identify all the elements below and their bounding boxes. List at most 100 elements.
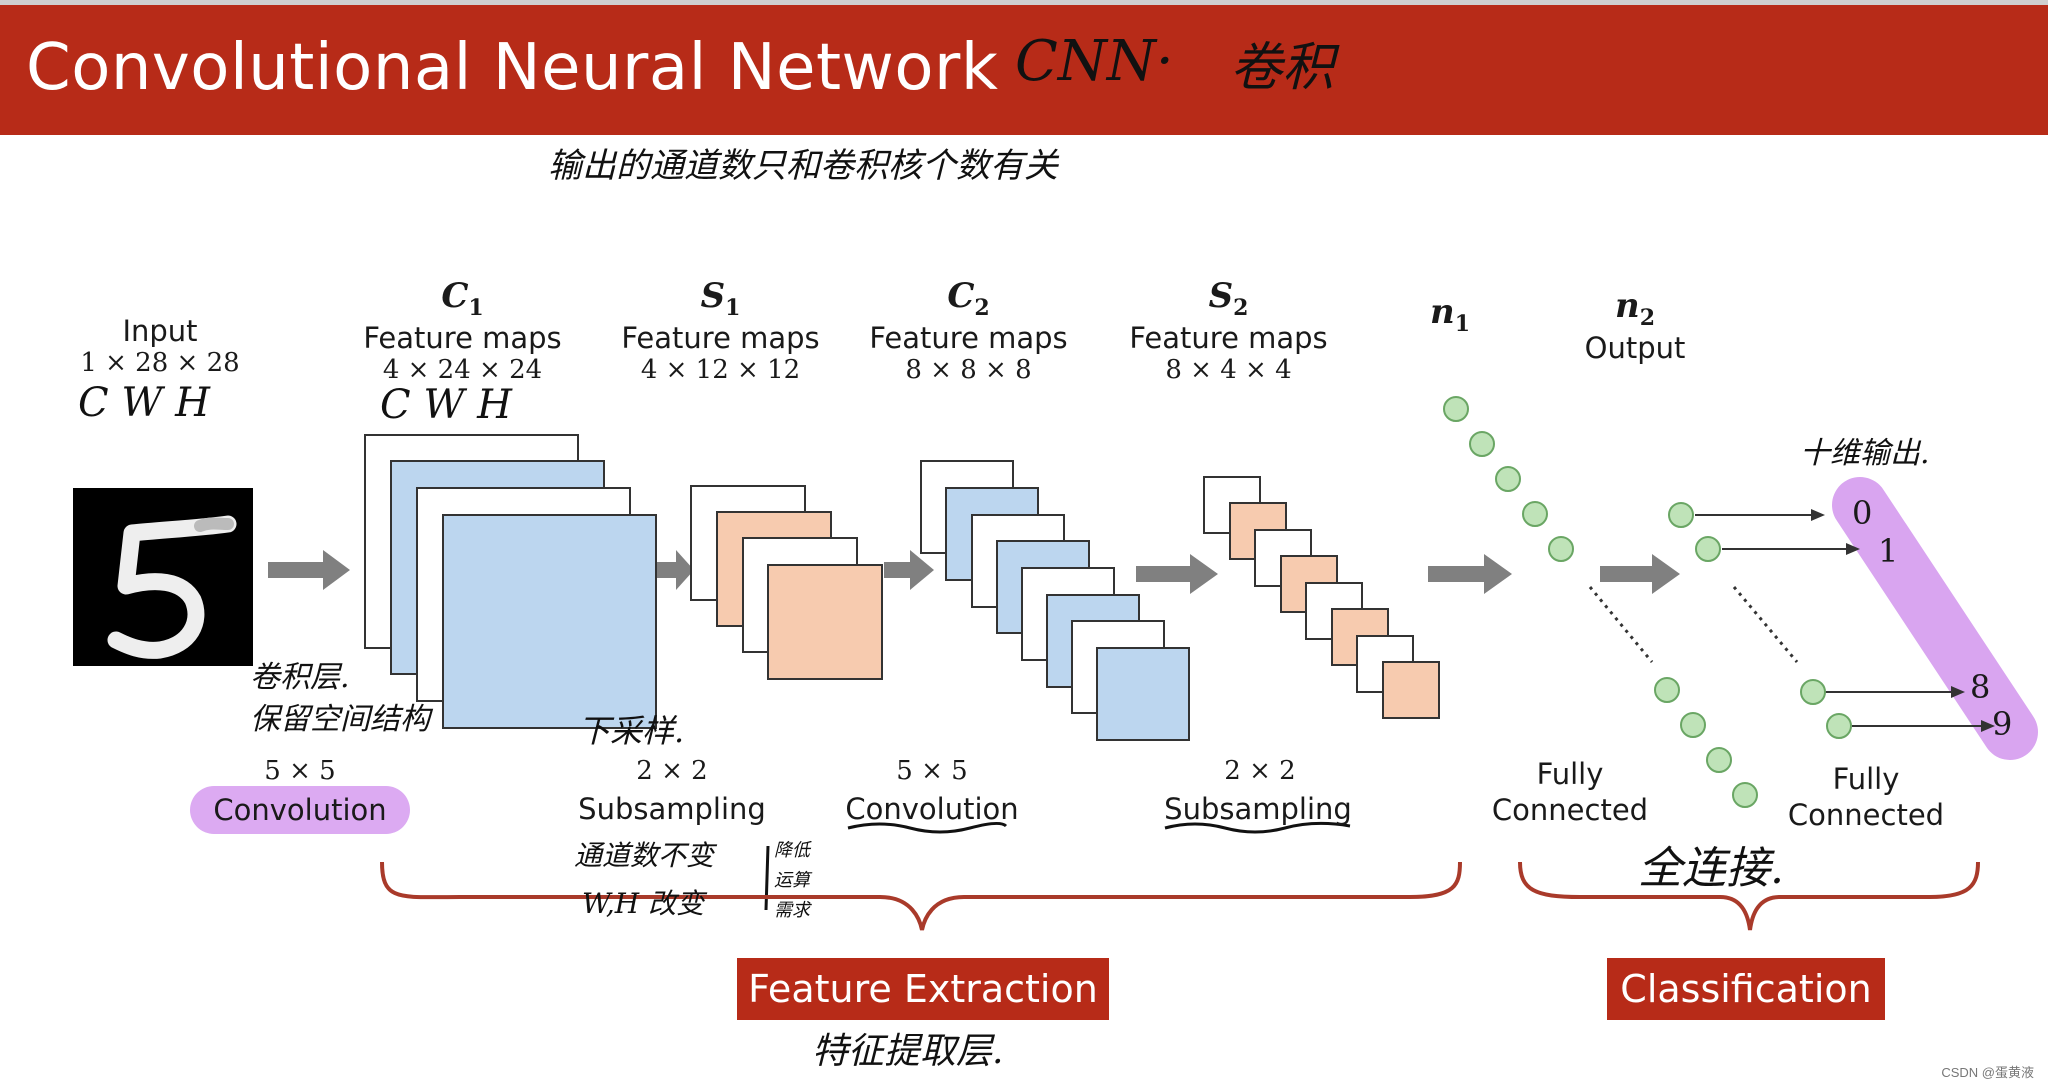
- arrow-c1-s1: [655, 550, 694, 590]
- feature-extraction-band: Feature Extraction: [737, 958, 1109, 1020]
- title-banner: Convolutional Neural Network CNN· 卷积: [0, 5, 2048, 135]
- input-label: Input 1 × 28 × 28: [60, 314, 260, 378]
- c2-symbol: C2: [947, 276, 990, 321]
- fc2-label: Fully Connected: [1776, 761, 1956, 833]
- sub1-size: 2 × 2: [636, 756, 708, 786]
- fc2-name-2: Connected: [1787, 798, 1945, 832]
- conv2-size: 5 × 5: [896, 756, 968, 786]
- n1-symbol: n1: [1429, 292, 1471, 337]
- out-head-8: [1951, 686, 1965, 698]
- handwritten-wh-change: W,H 改变: [582, 887, 705, 920]
- classification-band: Classification: [1607, 958, 1885, 1020]
- handwritten-chw-c1: C W H: [380, 382, 513, 428]
- handwritten-channels-same: 通道数不变: [574, 839, 715, 872]
- n2-node: [1826, 713, 1852, 739]
- c2-dims: 8 × 8 × 8: [905, 354, 1032, 385]
- n1-node: [1495, 466, 1521, 492]
- fc1-label: Fully Connected: [1480, 756, 1660, 828]
- c1-map-4: [442, 514, 657, 729]
- conv2-name: Convolution: [845, 792, 1019, 826]
- handwritten-reduce-compute: 降低运算需求: [774, 840, 810, 921]
- c1-name: Feature maps: [363, 320, 562, 355]
- arrow-input-c1: [268, 550, 350, 590]
- fc1-name-2: Connected: [1491, 793, 1649, 827]
- output-digit-1: 1: [1878, 532, 1899, 570]
- handwritten-cnn-note: CNN·: [1015, 29, 1174, 94]
- c1-label: C1 Feature maps 4 × 24 × 24: [350, 276, 575, 385]
- n1-node: [1469, 431, 1495, 457]
- s1-symbol: S1: [700, 276, 741, 321]
- handwritten-ten-output: 十维输出.: [1800, 436, 1930, 471]
- output-arrows: [1695, 514, 1985, 727]
- s2-map-8: [1382, 661, 1440, 719]
- arrow-c2-s2: [1136, 554, 1218, 594]
- c1-dims: 4 × 24 × 24: [382, 354, 543, 385]
- section-braces: [380, 861, 1980, 931]
- classification-brace: [1518, 861, 1980, 931]
- output-digit-8: 8: [1970, 668, 1991, 706]
- handwritten-chw-input: C W H: [78, 380, 211, 426]
- n1-node: [1522, 501, 1548, 527]
- c2-name: Feature maps: [869, 320, 1068, 355]
- digit-stroke-tail: [194, 517, 234, 532]
- s1-label: S1 Feature maps 4 × 12 × 12: [608, 276, 833, 385]
- watermark-credit: CSDN @蛋黄液: [1941, 1065, 2034, 1080]
- sub1-side-bracket: [764, 845, 770, 911]
- input-digit-image: [73, 488, 253, 666]
- output-digit-9: 9: [1992, 705, 2013, 743]
- digit-stroke: [107, 515, 237, 659]
- n1-node: [1654, 677, 1680, 703]
- underline-sub2: [1164, 821, 1351, 834]
- n2-name: Output: [1584, 330, 1686, 365]
- n2-node: [1695, 536, 1721, 562]
- handwritten-underlines: [764, 821, 1351, 911]
- handwritten-downsample: 下采样.: [578, 712, 685, 750]
- out-head-9: [1981, 720, 1995, 732]
- ellipsis-dots: [1588, 586, 1799, 663]
- handwritten-keep-structure: 保留空间结构: [250, 702, 430, 737]
- handwritten-conv-layer: 卷积层.: [250, 660, 350, 695]
- output-pill: [1832, 477, 2038, 760]
- n2-ellipsis: [1732, 586, 1799, 663]
- n1-node: [1548, 536, 1574, 562]
- c2-label: C2 Feature maps 8 × 8 × 8: [856, 276, 1081, 385]
- flow-arrows: [268, 550, 1680, 594]
- s1-dims: 4 × 12 × 12: [640, 354, 801, 385]
- fc1-name-1: Fully: [1536, 757, 1604, 791]
- sub1-name: Subsampling: [578, 792, 766, 826]
- arrow-n1-n2: [1600, 554, 1680, 594]
- underline-conv2: [847, 821, 1008, 834]
- n1-node: [1732, 782, 1758, 808]
- conv1-pill: Convolution: [190, 786, 410, 834]
- out-head-1: [1846, 543, 1860, 555]
- n2-node: [1800, 679, 1826, 705]
- s2-dims: 8 × 4 × 4: [1165, 354, 1292, 385]
- handwritten-feature-layer: 特征提取层.: [812, 1031, 1004, 1072]
- output-digit-0: 0: [1852, 494, 1873, 532]
- output-arrowheads: [1811, 509, 1995, 732]
- input-name: Input: [122, 314, 198, 348]
- n2-symbol: n2: [1614, 286, 1656, 331]
- n2-label: n2 Output: [1560, 286, 1710, 365]
- out-head-0: [1811, 509, 1825, 521]
- n1-node: [1443, 396, 1469, 422]
- conv1-name: Convolution: [213, 793, 387, 827]
- s1-name: Feature maps: [621, 320, 820, 355]
- arrow-s2-n1: [1428, 554, 1512, 594]
- n1-node: [1706, 747, 1732, 773]
- sub2-size: 2 × 2: [1224, 756, 1296, 786]
- handwritten-channel-note: 输出的通道数只和卷积核个数有关: [548, 146, 1058, 186]
- c2-map-8: [1096, 647, 1190, 741]
- s2-name: Feature maps: [1129, 320, 1328, 355]
- n1-label: n1: [1400, 292, 1500, 337]
- page-title: Convolutional Neural Network: [26, 31, 999, 105]
- feature-extraction-brace: [380, 861, 1462, 931]
- n1-ellipsis: [1588, 586, 1654, 663]
- handwritten-fully-connected: 全连接.: [1638, 843, 1784, 894]
- top-border: [0, 0, 2048, 5]
- s2-symbol: S2: [1208, 276, 1249, 321]
- n2-node: [1668, 502, 1694, 528]
- handwritten-conv-note: 卷积: [1230, 38, 1335, 98]
- conv1-size: 5 × 5: [264, 756, 336, 786]
